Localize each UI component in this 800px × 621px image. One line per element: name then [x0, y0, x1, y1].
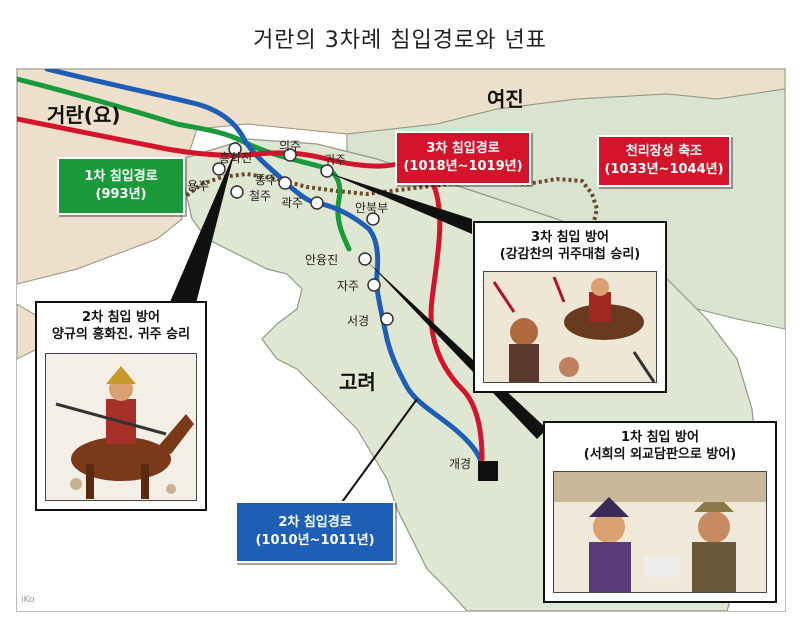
panel-first-defense: 1차 침입 방어 (서희의 외교담판으로 방어) [543, 421, 777, 603]
route-third-years: (1018년~1019년) [403, 159, 523, 174]
cheolli-jangseong-wall [180, 171, 600, 230]
city-marker-tongju [278, 176, 292, 190]
route-second-label: 2차 침입경로 (1010년~1011년) [235, 501, 395, 563]
city-label-anbukbu: 안북부 [355, 201, 389, 215]
panel-first-defense-title: 1차 침입 방어 (서희의 외교담판으로 방어) [545, 423, 775, 463]
city-marker-gwakju [310, 196, 324, 210]
city-label-gwiju: 귀주 [324, 153, 347, 167]
pointer-first-defense [367, 261, 547, 439]
panel-first-defense-line1: 1차 침입 방어 [621, 430, 699, 445]
city-marker-seogyeong [380, 312, 394, 326]
region-khitan: 거란(요) [47, 103, 121, 127]
pointer-second-route [336, 398, 418, 510]
negotiation-illustration [554, 472, 766, 592]
region-jurchen: 여진 [487, 87, 524, 111]
panel-second-defense-illustration [45, 353, 197, 501]
city-label-gwakju: 곽주 [281, 196, 304, 210]
city-marker-uiju [283, 148, 297, 162]
panel-third-defense-line1: 3차 침입 방어 [531, 230, 609, 245]
page-title: 거란의 3차례 침입경로와 년표 [253, 28, 547, 53]
city-label-cheolju: 철주 [249, 189, 272, 203]
city-marker-yongju [212, 162, 226, 176]
route-second-years: (1010년~1011년) [255, 533, 375, 548]
city-label-gaegyeong: 개경 [449, 457, 472, 471]
panel-second-defense: 2차 침입 방어 양규의 흥화진. 귀주 승리 [35, 301, 207, 511]
panel-third-defense-line2: (강감찬의 귀주대첩 승리) [499, 247, 641, 262]
route-second-line [44, 69, 485, 467]
panel-third-defense-illustration [483, 271, 657, 383]
city-label-tongju: 통주 [255, 173, 278, 187]
city-label-uiju: 의주 [279, 139, 302, 153]
pointer-third-defense [329, 173, 472, 234]
city-label-heunghwajin: 흥화진 [219, 151, 253, 165]
city-marker-gaegyeong [478, 461, 498, 481]
artist-signature: iKo [21, 595, 35, 605]
route-first-label: 1차 침입경로 (993년) [57, 157, 185, 215]
region-goryeo: 고려 [339, 370, 376, 394]
route-first-line [17, 76, 352, 252]
route-third-name: 3차 침입경로 [426, 141, 500, 156]
panel-third-defense: 3차 침입 방어 (강감찬의 귀주대첩 승리) [473, 221, 667, 393]
rider-illustration [46, 354, 196, 500]
wall-label: 천리장성 축조 (1033년~1044년) [597, 135, 731, 187]
map: 거란(요) 여진 고려 흥화진 의주 용주 통주 철주 곽주 귀주 안북부 안융… [16, 68, 786, 612]
panel-first-defense-line2: (서희의 외교담판으로 방어) [583, 447, 737, 462]
route-third-label: 3차 침입경로 (1018년~1019년) [395, 131, 531, 185]
city-marker-heunghwajin [228, 142, 242, 156]
panel-second-defense-title: 2차 침입 방어 양규의 흥화진. 귀주 승리 [37, 303, 205, 343]
city-marker-gwiju [320, 164, 334, 178]
panel-second-defense-line1: 2차 침입 방어 [82, 310, 160, 325]
battle-illustration [484, 272, 656, 382]
panel-second-defense-line2: 양규의 흥화진. 귀주 승리 [51, 327, 191, 342]
route-first-years: (993년) [95, 187, 147, 202]
route-second-name: 2차 침입경로 [278, 515, 352, 530]
city-label-anyungjin: 안융진 [305, 253, 339, 267]
city-label-jaju: 자주 [337, 279, 360, 293]
wall-years: (1033년~1044년) [604, 162, 724, 177]
pointer-second-defense [167, 151, 235, 319]
city-marker-cheolju [230, 185, 244, 199]
panel-third-defense-title: 3차 침입 방어 (강감찬의 귀주대첩 승리) [475, 223, 665, 263]
city-label-yongju: 용주 [187, 179, 210, 193]
city-label-seogyeong: 서경 [347, 314, 370, 328]
city-marker-jaju [367, 278, 381, 292]
route-first-name: 1차 침입경로 [84, 169, 158, 184]
panel-first-defense-illustration [553, 471, 767, 593]
city-marker-anbukbu [366, 212, 380, 226]
wall-name: 천리장성 축조 [625, 144, 703, 159]
